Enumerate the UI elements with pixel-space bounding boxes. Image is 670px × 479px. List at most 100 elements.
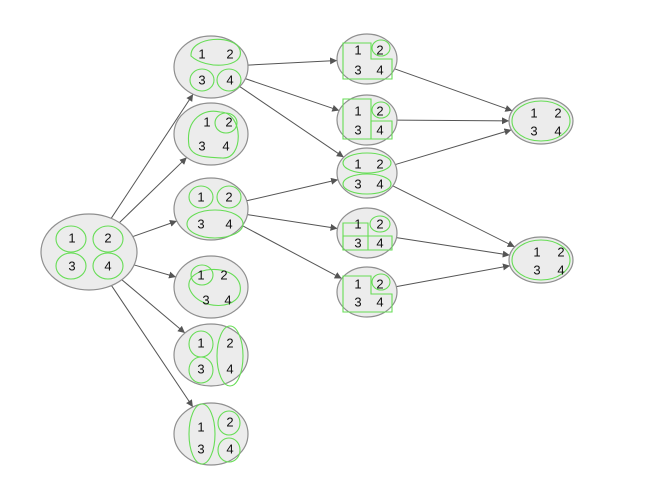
node-label: 3 — [354, 295, 361, 310]
edge-arrow-a1-b1 — [247, 57, 338, 66]
node-label: 2 — [226, 415, 233, 430]
node-label: 2 — [557, 245, 564, 260]
node-label: 1 — [197, 336, 204, 351]
node-ellipse — [336, 33, 398, 85]
edge-arrow-root-a5 — [121, 279, 186, 334]
edge-arrow-a1-b3 — [239, 86, 345, 158]
node-label: 2 — [225, 115, 232, 130]
node-label: 2 — [220, 268, 227, 283]
group-outline — [342, 42, 393, 80]
node-label: 1 — [530, 106, 537, 121]
group-outline — [190, 264, 214, 286]
node-label: 2 — [376, 43, 383, 58]
node-label: 3 — [197, 217, 204, 232]
node-label: 3 — [198, 73, 205, 88]
group-outline — [511, 100, 571, 142]
edge-arrow-root-a3 — [132, 220, 178, 238]
node-label: 1 — [197, 420, 204, 435]
node-label: 4 — [226, 362, 233, 377]
node-ellipse — [336, 94, 398, 146]
edge-arrow-root-a4 — [133, 264, 177, 279]
node-label: 3 — [354, 236, 361, 251]
node-label: 3 — [533, 263, 540, 278]
node-label: 4 — [376, 177, 383, 192]
node-label: 3 — [202, 293, 209, 308]
node-label: 4 — [376, 63, 383, 78]
group-outline — [189, 68, 215, 92]
node-label: 1 — [354, 104, 361, 119]
edge-arrow-b1-c1 — [394, 68, 513, 112]
group-outline — [369, 215, 391, 233]
node-label: 1 — [354, 157, 361, 172]
group-outline — [342, 235, 393, 251]
edge-arrow-b2-c1 — [396, 117, 510, 125]
node-ellipse — [336, 207, 398, 259]
node-label: 4 — [226, 73, 233, 88]
node-label: 1 — [197, 190, 204, 205]
edge-arrow-root-a2 — [119, 157, 188, 223]
group-outline — [92, 225, 124, 253]
group-outline — [186, 209, 244, 239]
group-outline — [92, 252, 124, 280]
node-label: 3 — [198, 139, 205, 154]
node-label: 1 — [203, 115, 210, 130]
group-outline — [216, 185, 242, 209]
group-outline — [188, 268, 241, 306]
node-ellipse — [173, 255, 249, 319]
edge-arrow-a3-b3 — [246, 177, 339, 202]
node-label: 4 — [222, 139, 229, 154]
group-outline — [370, 120, 393, 140]
node-label: 3 — [197, 362, 204, 377]
edge-arrow-b4-c2 — [396, 237, 510, 258]
edge-arrow-b5-c2 — [396, 263, 511, 288]
edge-arrow-root-a6 — [111, 285, 194, 408]
node-ellipse — [173, 177, 249, 241]
group-outline — [55, 225, 87, 253]
edges-layer — [110, 57, 515, 408]
group-outline — [188, 356, 214, 384]
node-label: 1 — [68, 231, 75, 246]
node-label: 1 — [533, 245, 540, 260]
node-label: 1 — [354, 277, 361, 292]
node-label: 3 — [354, 177, 361, 192]
node-label: 4 — [224, 293, 231, 308]
edge-arrow-b3-c1 — [395, 128, 512, 166]
node-ellipse — [173, 402, 249, 466]
edge-arrow-a3-b5 — [241, 225, 342, 279]
node-label: 2 — [376, 157, 383, 172]
node-label: 4 — [554, 124, 561, 139]
node-label: 3 — [530, 124, 537, 139]
group-outline — [55, 252, 87, 280]
node-label: 4 — [376, 295, 383, 310]
node-ellipse — [173, 102, 249, 166]
node-c1: 1 2 3 4 — [508, 97, 574, 145]
group-outline — [188, 185, 214, 209]
edge-arrow-a3-b4 — [247, 214, 338, 231]
group-outline — [190, 38, 241, 66]
node-label: 3 — [197, 442, 204, 457]
group-outline — [188, 403, 216, 465]
node-label: 2 — [226, 47, 233, 62]
group-outline — [371, 273, 391, 291]
group-outline — [371, 39, 391, 57]
node-label: 2 — [225, 190, 232, 205]
node-ellipse — [40, 213, 138, 291]
group-outline — [342, 152, 392, 174]
node-label: 1 — [197, 268, 204, 283]
node-ellipse — [508, 97, 574, 145]
node-label: 2 — [554, 106, 561, 121]
group-outline — [214, 112, 238, 134]
node-ellipse — [508, 236, 574, 284]
node-label: 3 — [68, 259, 75, 274]
